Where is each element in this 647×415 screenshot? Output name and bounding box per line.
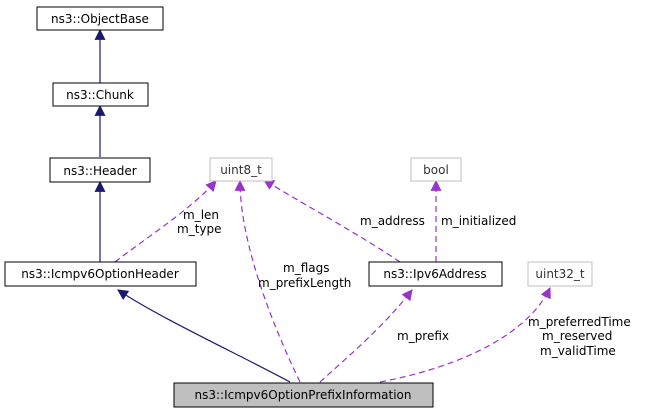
node-icmpv6-option-header[interactable]: ns3::Icmpv6OptionHeader (4, 261, 197, 287)
node-label: ns3::Header (63, 164, 136, 178)
edge-label-m-initialized: m_initialized (441, 214, 516, 228)
node-header[interactable]: ns3::Header (49, 157, 151, 183)
edge-label-m-reserved: m_reserved (542, 329, 612, 343)
edge-ipv6address-to-uint8 (263, 179, 401, 263)
edge-label-m-validtime: m_validTime (540, 344, 616, 358)
edge-label-m-len: m_len (183, 208, 219, 222)
edge-label-m-type: m_type (177, 222, 222, 236)
node-label: ns3::Icmpv6OptionHeader (21, 267, 179, 281)
edge-label-m-address: m_address (360, 214, 425, 228)
node-object-base[interactable]: ns3::ObjectBase (36, 6, 164, 31)
node-uint8-t[interactable]: uint8_t (209, 157, 273, 182)
edge-optionheader-to-uint8 (114, 180, 217, 263)
node-ipv6-address[interactable]: ns3::Ipv6Address (368, 261, 503, 287)
edge-label-m-flags: m_flags (283, 261, 329, 275)
node-uint32-t[interactable]: uint32_t (527, 261, 593, 287)
node-bool[interactable]: bool (410, 157, 462, 182)
edge-label-m-prefix: m_prefix (397, 329, 449, 343)
node-label: ns3::Ipv6Address (383, 267, 486, 281)
node-label: ns3::Icmpv6OptionPrefixInformation (194, 388, 411, 402)
node-label: bool (423, 163, 449, 177)
edge-label-m-prefixlength: m_prefixLength (258, 276, 351, 290)
edge-prefixinfo-to-uint32 (379, 287, 551, 383)
edge-prefixinfo-to-ipv6address (319, 289, 413, 383)
edge-label-m-preferredtime: m_preferredTime (528, 315, 631, 329)
node-label: uint32_t (535, 267, 585, 281)
edge-prefixinfo-to-optionheader (117, 289, 291, 383)
node-icmpv6-option-prefix-information[interactable]: ns3::Icmpv6OptionPrefixInformation (173, 382, 434, 408)
edge-prefixinfo-to-uint8 (234, 179, 301, 383)
node-label: uint8_t (220, 163, 262, 177)
node-label: ns3::Chunk (66, 88, 134, 102)
node-label: ns3::ObjectBase (51, 12, 149, 26)
node-chunk[interactable]: ns3::Chunk (52, 82, 149, 107)
